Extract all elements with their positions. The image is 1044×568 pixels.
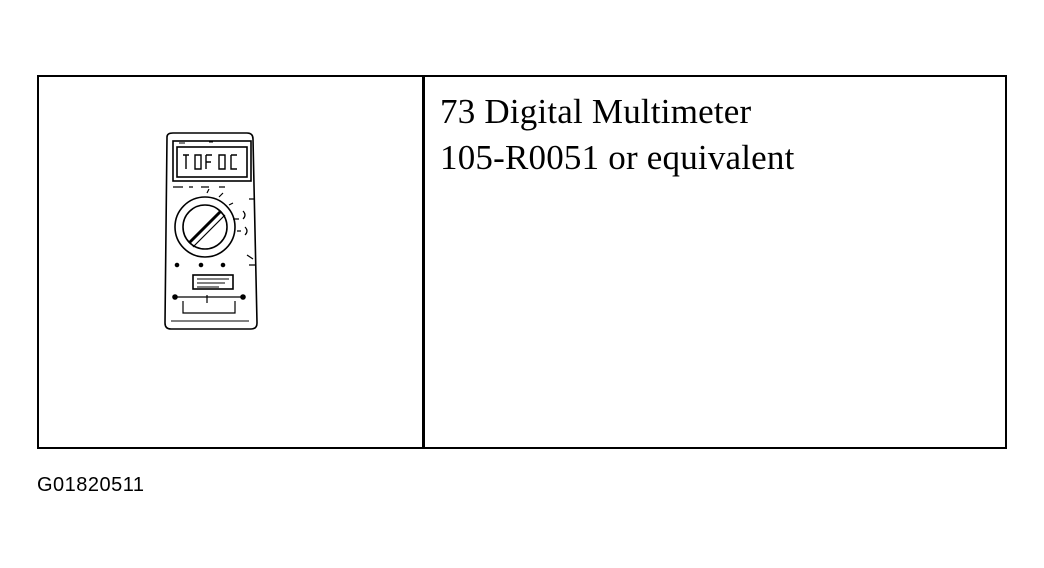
tool-name: 73 Digital Multimeter	[440, 92, 752, 131]
figure-id: G01820511	[37, 474, 145, 496]
special-tool-table: 73 Digital Multimeter 105-R0051 or equiv…	[37, 75, 1007, 449]
digital-multimeter-icon	[149, 127, 279, 347]
tool-part-number: 105-R0051 or equivalent	[440, 138, 795, 177]
tool-description: 73 Digital Multimeter 105-R0051 or equiv…	[440, 89, 795, 181]
column-divider	[422, 77, 425, 447]
